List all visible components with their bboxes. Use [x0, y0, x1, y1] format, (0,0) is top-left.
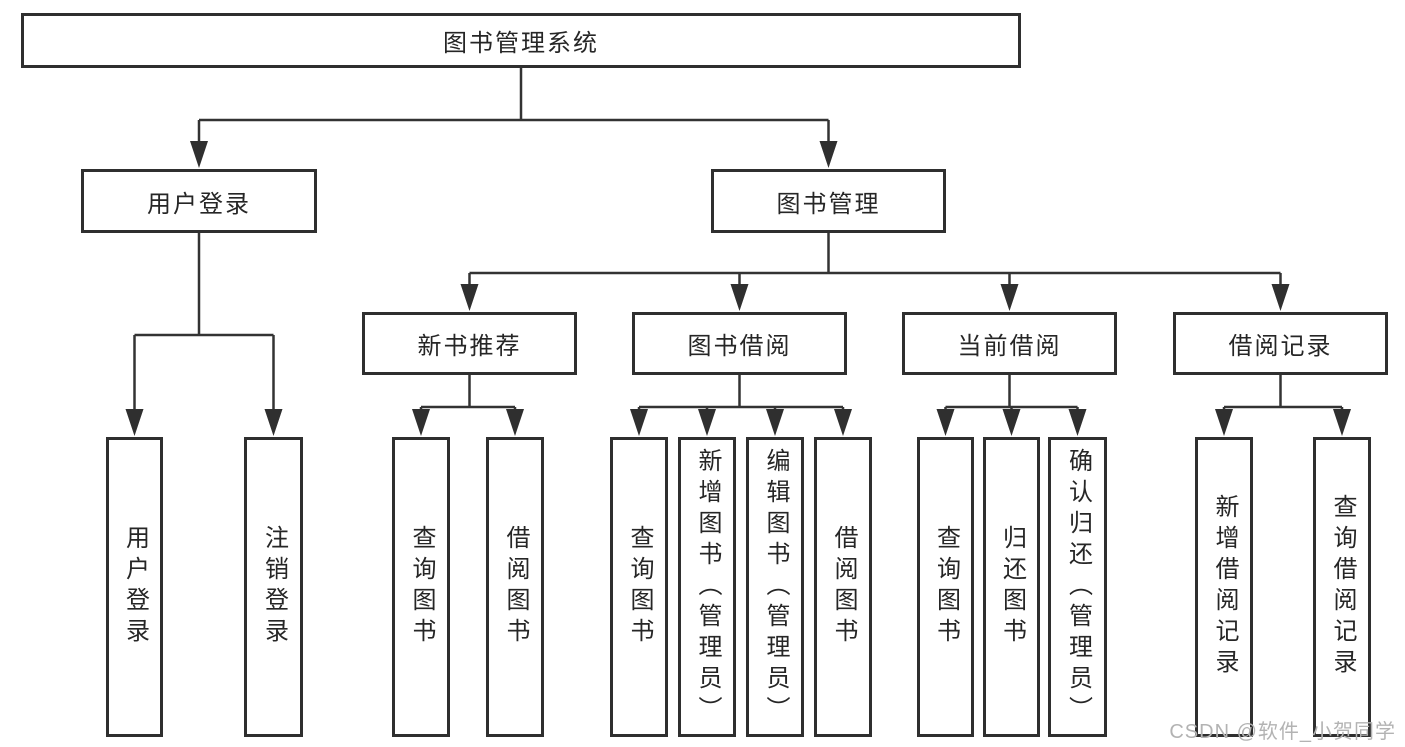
arrow-down-icon — [412, 409, 430, 436]
node-borrowing-records: 借阅记录 — [1173, 312, 1388, 375]
node-current-borrowing: 当前借阅 — [902, 312, 1117, 375]
arrow-down-icon — [506, 409, 524, 436]
node-new-book-recommendation: 新书推荐 — [362, 312, 577, 375]
leaf-borrowing-query-books: 查询图书 — [610, 437, 668, 737]
arrow-down-icon — [1068, 409, 1087, 436]
leaf-add-books-admin: 新增图书（管理员） — [678, 437, 736, 737]
leaf-borrow-books: 借阅图书 — [814, 437, 872, 737]
arrow-down-icon — [264, 409, 283, 436]
arrow-down-icon — [1271, 284, 1290, 311]
arrow-down-icon — [834, 409, 852, 436]
leaf-confirm-return-admin: 确认归还（管理员） — [1048, 437, 1107, 737]
arrow-down-icon — [1000, 284, 1019, 311]
leaf-query-borrow-record: 查询借阅记录 — [1313, 437, 1371, 737]
node-library-management-system: 图书管理系统 — [21, 13, 1021, 68]
node-book-borrowing: 图书借阅 — [632, 312, 847, 375]
arrow-down-icon — [1002, 409, 1021, 436]
leaf-recommend-borrow-books: 借阅图书 — [486, 437, 544, 737]
arrow-down-icon — [730, 284, 749, 311]
arrow-down-icon — [1333, 409, 1351, 436]
leaf-current-query-books: 查询图书 — [917, 437, 974, 737]
arrow-down-icon — [190, 141, 208, 168]
leaf-edit-books-admin: 编辑图书（管理员） — [746, 437, 804, 737]
leaf-return-books: 归还图书 — [983, 437, 1040, 737]
arrow-down-icon — [698, 409, 716, 436]
arrow-down-icon — [630, 409, 648, 436]
arrow-down-icon — [936, 409, 955, 436]
node-book-management: 图书管理 — [711, 169, 946, 233]
node-user-login: 用户登录 — [81, 169, 317, 233]
csdn-watermark: CSDN @软件_小贺同学 — [1169, 721, 1396, 743]
arrowhead-icons — [125, 141, 1351, 436]
arrow-down-icon — [766, 409, 784, 436]
leaf-add-borrow-record: 新增借阅记录 — [1195, 437, 1253, 737]
arrow-down-icon — [819, 141, 838, 168]
leaf-user-login: 用户登录 — [106, 437, 163, 737]
arrow-down-icon — [1215, 409, 1233, 436]
leaf-recommend-query-books: 查询图书 — [392, 437, 450, 737]
arrow-down-icon — [460, 284, 479, 311]
arrow-down-icon — [125, 409, 144, 436]
leaf-logout: 注销登录 — [244, 437, 303, 737]
